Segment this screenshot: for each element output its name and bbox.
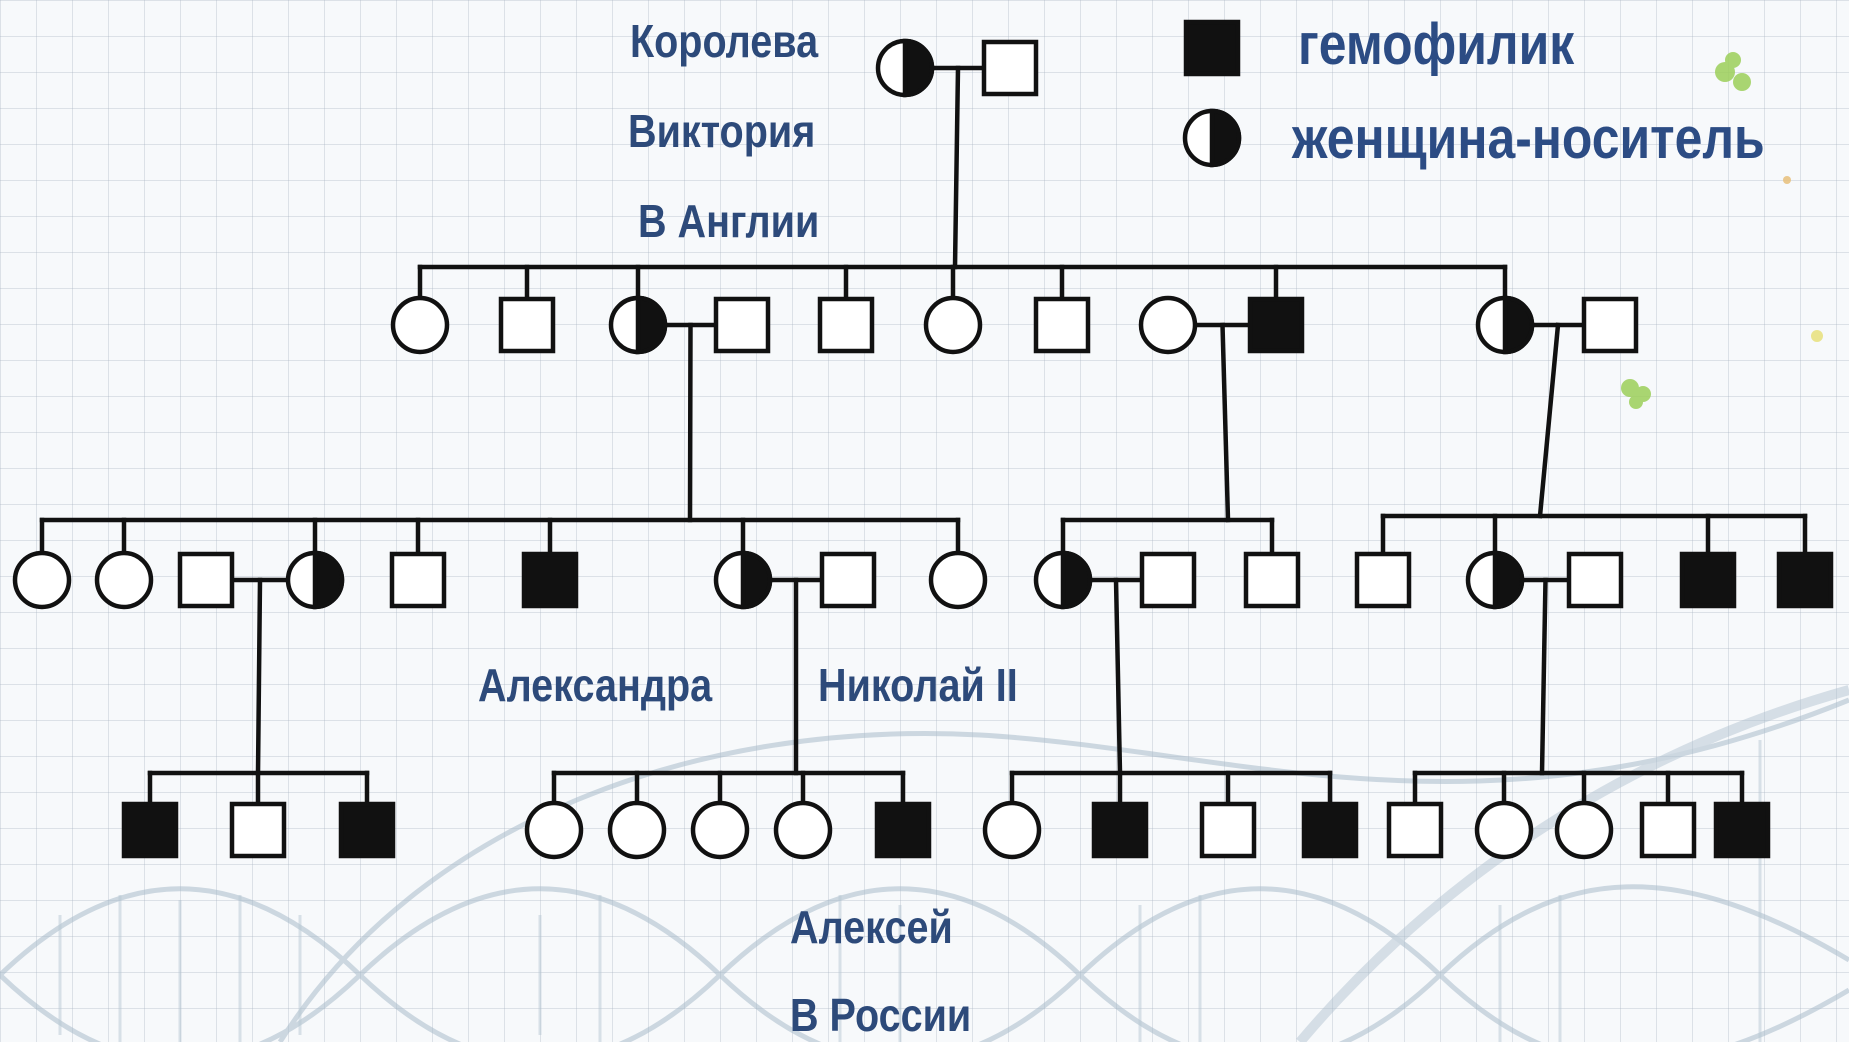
person-g3-13-square [1776, 551, 1834, 609]
person-g4-16-square [1639, 801, 1697, 859]
label-nicholas: Николай II [818, 659, 1018, 711]
person-g2-3s-square [713, 296, 771, 354]
person-g2-7-square [1247, 296, 1305, 354]
descent-line [1539, 577, 1548, 776]
person-victoria-circle [875, 38, 935, 98]
person-g3-7-circle [928, 550, 988, 610]
label-queen-line1: Королева [630, 15, 819, 67]
person-albert-square [981, 39, 1039, 97]
person-g4-11-square [1199, 801, 1257, 859]
helix-strand-a [0, 884, 1849, 1042]
person-g4-2-square [229, 801, 287, 859]
person-g2-8-circle [1475, 295, 1535, 355]
label-queen-line2: Виктория [628, 105, 816, 157]
person-g4-13-square [1386, 801, 1444, 859]
person-tatiana-circle [607, 800, 667, 860]
descent-line [952, 65, 961, 270]
molecule-dot [1725, 52, 1741, 68]
person-g3-8-circle [1033, 550, 1093, 610]
label-queen-line3: В Англии [638, 195, 820, 247]
person-alexei-square [874, 801, 932, 859]
descent-line [1113, 577, 1123, 776]
molecule-dot [1811, 330, 1823, 342]
person-g4-14-circle [1474, 800, 1534, 860]
pedigree-symbols [12, 38, 1834, 860]
person-g3-11s-square [1566, 551, 1624, 609]
descent-line [1220, 322, 1231, 523]
person-g3-10-square [1354, 551, 1412, 609]
person-g4-17-square [1713, 801, 1771, 859]
person-g2-2-square [498, 296, 556, 354]
person-g2-8s-square [1581, 296, 1639, 354]
label-alexei-line1: Алексей [790, 901, 953, 953]
person-g4-1-square [121, 801, 179, 859]
person-maria-circle [690, 800, 750, 860]
descent-line [1537, 322, 1561, 519]
pedigree-lines [39, 65, 1808, 807]
person-g4-15-circle [1554, 800, 1614, 860]
person-g2-3-circle [608, 295, 668, 355]
person-olga-circle [524, 800, 584, 860]
person-g3-3s-square [177, 551, 235, 609]
person-g2-5-circle [923, 295, 983, 355]
person-g3-11-circle [1465, 550, 1525, 610]
molecule-dot [1621, 379, 1639, 397]
person-g2-1-circle [390, 295, 450, 355]
person-g3-4-square [389, 551, 447, 609]
legend-affected-male-icon [1183, 19, 1241, 77]
person-g3-8s-square [1139, 551, 1197, 609]
legend-carrier-female-icon [1182, 108, 1242, 168]
molecule-dot [1783, 176, 1791, 184]
legend-symbols [1182, 19, 1242, 168]
person-g2-6-square [1033, 296, 1091, 354]
person-alexandra-circle [713, 550, 773, 610]
person-g4-10-square [1091, 801, 1149, 859]
descent-line [687, 322, 693, 523]
label-alexandra: Александра [478, 659, 713, 711]
descent-line [255, 577, 263, 776]
person-g3-9-square [1243, 551, 1301, 609]
person-g3-1-circle [12, 550, 72, 610]
person-g2-7s-circle [1138, 295, 1198, 355]
person-nicholas-square [819, 551, 877, 609]
person-g3-3-circle [285, 550, 345, 610]
label-alexei-line2: В России [790, 989, 972, 1041]
person-g4-12-square [1301, 801, 1359, 859]
legend-label-carrier: женщина-носитель [1292, 106, 1765, 171]
molecule-dot [1629, 395, 1643, 409]
legend-label-hemophiliac: гемофилик [1298, 12, 1575, 77]
person-g3-2-circle [94, 550, 154, 610]
helix-strand-b [0, 886, 1849, 1042]
helix-arc [277, 697, 1849, 1042]
person-g2-4-square [817, 296, 875, 354]
person-anastasia-circle [773, 800, 833, 860]
person-g4-9-circle [982, 800, 1042, 860]
person-g4-3-square [338, 801, 396, 859]
person-g3-5-square [521, 551, 579, 609]
person-g3-12-square [1679, 551, 1737, 609]
molecule-dot [1733, 73, 1751, 91]
